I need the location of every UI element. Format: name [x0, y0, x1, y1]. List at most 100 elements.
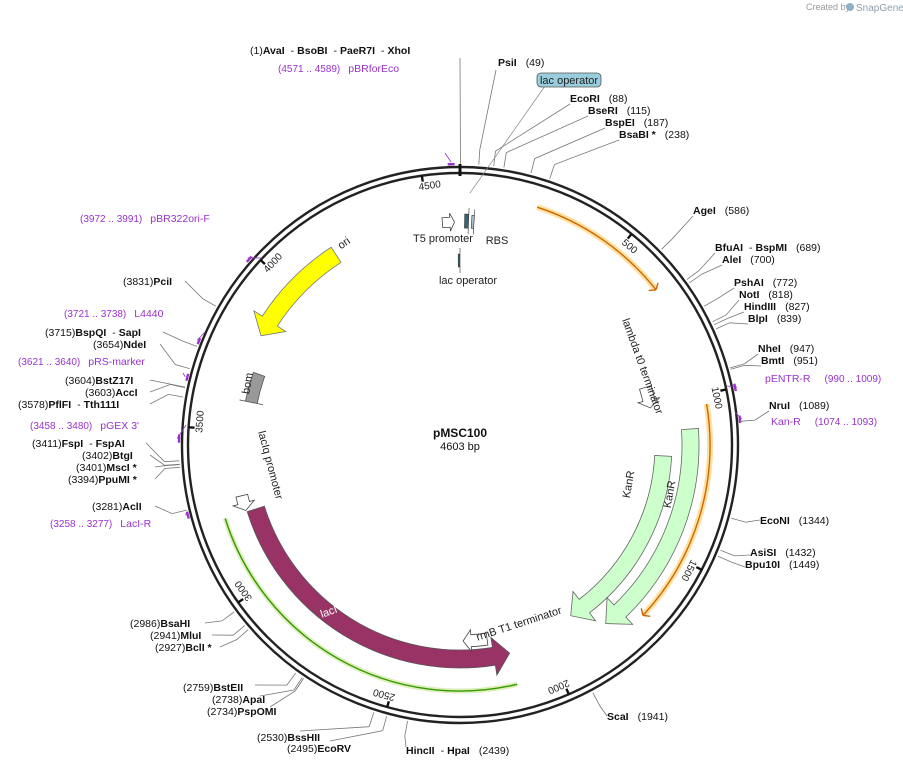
site-label-asisi[interactable]: AsiSI(1432): [750, 547, 816, 559]
site-name: NruI: [769, 400, 790, 412]
primer-leader: [444, 152, 452, 163]
primer-name: pBRforEco: [348, 63, 399, 75]
site-label-blpi[interactable]: BlpI(839): [748, 313, 801, 325]
site-name: AleI: [722, 254, 741, 266]
tick-mark: [695, 565, 703, 571]
lac-operator-feature-2[interactable]: [457, 247, 461, 274]
site-label-btgi[interactable]: (3402)BtgI: [82, 450, 133, 462]
site-label-econi[interactable]: EcoNI(1344): [760, 515, 829, 527]
site-label-msci[interactable]: (3401)MscI *: [76, 462, 138, 474]
site-label-ava[interactable]: (1)AvaI-BsoBI-PaeR7I-XhoI: [250, 45, 410, 57]
site-label-agei[interactable]: AgeI(586): [693, 205, 749, 217]
site-label-noti[interactable]: NotI(818): [739, 289, 793, 301]
primer-label-pbr322ori-f[interactable]: (3972 .. 3991)pBR322ori-F: [80, 213, 210, 225]
site-name: PspOMI: [237, 706, 276, 718]
site-name: HpaI: [447, 745, 470, 757]
lac-operator-feature-1[interactable]: [464, 208, 470, 235]
kanr-feature-b[interactable]: [605, 428, 700, 625]
lambda-t0-feature[interactable]: [636, 385, 661, 409]
site-label-bsshii[interactable]: (2530)BssHII: [257, 732, 320, 744]
laciq-promoter-feature[interactable]: [231, 493, 256, 511]
site-leader: [259, 677, 303, 697]
site-label-bstz17i[interactable]: (3604)BstZ17I: [65, 375, 133, 387]
kanr-feature-a[interactable]: [570, 455, 673, 622]
site-label-hincii[interactable]: HincII-HpaI(2439): [406, 745, 509, 757]
t5-promoter-feature[interactable]: [441, 213, 455, 232]
site-name: BsaBI *: [619, 129, 657, 141]
site-label-hindiii[interactable]: HindIII(827): [744, 301, 810, 313]
site-label-ecori[interactable]: EcoRI(88): [570, 93, 627, 105]
site-name: PaeR7I: [340, 45, 375, 57]
primer-label-pgex3[interactable]: (3458 .. 3480)pGEX 3': [30, 420, 139, 432]
site-name: MluI: [180, 630, 201, 642]
site-label-fspi[interactable]: (3411)FspI-FspAI: [32, 438, 125, 450]
primer-name: pBR322ori-F: [150, 213, 210, 225]
site-label-bsteii[interactable]: (2759)BstEII: [183, 682, 243, 694]
primer-label-l4440[interactable]: (3721 .. 3738)L4440: [64, 308, 164, 320]
primer-range: (3258 .. 3277): [50, 519, 112, 530]
site-name: BtgI: [112, 450, 132, 462]
rbs-feature[interactable]: [470, 209, 476, 235]
site-separator: -: [381, 45, 385, 57]
rrnb-t1-feature[interactable]: [462, 628, 489, 653]
tick-mark: [386, 700, 390, 708]
site-label-ndei[interactable]: (3654)NdeI: [93, 339, 146, 351]
site-label-bsahi[interactable]: (2986)BsaHI: [130, 618, 190, 630]
site-label-bpu10i[interactable]: Bpu10I(1449): [745, 559, 819, 571]
site-label-bspei[interactable]: BspEI(187): [605, 117, 668, 129]
site-label-bspqi[interactable]: (3715)BspQI-SapI: [45, 327, 141, 339]
site-label-bsabi[interactable]: BsaBI *(238): [619, 129, 689, 141]
primer-label-laci-r[interactable]: (3258 .. 3277)LacI-R: [50, 518, 152, 530]
primer-label-pentr-r[interactable]: pENTR-R(990 .. 1009): [765, 373, 881, 385]
site-label-bseri[interactable]: BseRI(115): [588, 105, 651, 117]
primer-label-pbrforeco[interactable]: (4571 .. 4589) pBRforEco: [278, 63, 399, 75]
bom-label: bom: [240, 372, 256, 395]
bom-feature[interactable]: [239, 371, 266, 406]
primer-track: (4571 .. 4589) pBRforEco (3972 .. 3991)pBR…: [18, 63, 881, 530]
site-label-bcli[interactable]: (2927)BclI *: [155, 642, 213, 654]
site-label-mlui[interactable]: (2941)MluI: [150, 630, 201, 642]
site-name: HincII: [406, 745, 435, 757]
site-leader: [530, 127, 606, 174]
tick-label: 1000: [709, 386, 724, 410]
site-position: (951): [793, 355, 818, 367]
site-label-pcii[interactable]: (3831)PciI: [123, 276, 172, 288]
tick-mark: [720, 388, 727, 392]
site-label-alei[interactable]: AleI(700): [722, 254, 775, 266]
primer-label-kan-r[interactable]: Kan-R(1074 .. 1093): [771, 416, 877, 428]
site-label-ppumi[interactable]: (3394)PpuMI *: [68, 474, 138, 486]
site-position: (947): [790, 343, 815, 355]
site-leader: [720, 549, 751, 557]
site-leader: [149, 379, 186, 388]
site-position: (3654): [93, 339, 123, 351]
site-label-pspomi[interactable]: (2734)PspOMI: [207, 706, 277, 718]
site-label-psi[interactable]: PsiI(49): [498, 57, 544, 69]
site-name: BssHII: [287, 732, 320, 744]
laci-feature[interactable]: [246, 505, 511, 677]
site-name: AvaI: [263, 45, 285, 57]
site-label-bfuai[interactable]: BfuAI-BspMI(689): [715, 242, 821, 254]
site-position: (3281): [92, 501, 122, 513]
site-label-acli[interactable]: (3281)AclI: [92, 501, 142, 513]
site-label-scai[interactable]: ScaI(1941): [607, 711, 668, 723]
site-label-ecorv[interactable]: (2495)EcoRV: [287, 743, 351, 755]
site-label-pshai[interactable]: PshAI(772): [734, 277, 797, 289]
primer-label-prs-marker[interactable]: (3621 .. 3640)pRS-marker: [18, 356, 145, 368]
site-label-nrui[interactable]: NruI(1089): [769, 400, 829, 412]
site-label-pflfi[interactable]: (3578)PflFI-Tth111I: [18, 399, 119, 411]
primer-bar: [733, 383, 737, 392]
site-label-acci[interactable]: (3603)AccI: [85, 387, 138, 399]
primer-range: (3721 .. 3738): [64, 309, 126, 320]
site-position: (1941): [638, 711, 668, 723]
site-position: (827): [785, 301, 810, 313]
site-label-bmti[interactable]: BmtI (951): [761, 355, 818, 367]
site-leader: [686, 252, 716, 280]
site-leader: [159, 343, 190, 369]
site-label-apai[interactable]: (2738)ApaI: [212, 694, 265, 706]
primer-bar: [185, 511, 190, 519]
site-position: (3402): [82, 450, 112, 462]
site-label-nhei[interactable]: NheI(947): [758, 343, 814, 355]
ori-feature[interactable]: [253, 246, 342, 337]
site-name: BmtI: [761, 355, 784, 367]
primer-range: (4571 .. 4589): [278, 64, 340, 75]
